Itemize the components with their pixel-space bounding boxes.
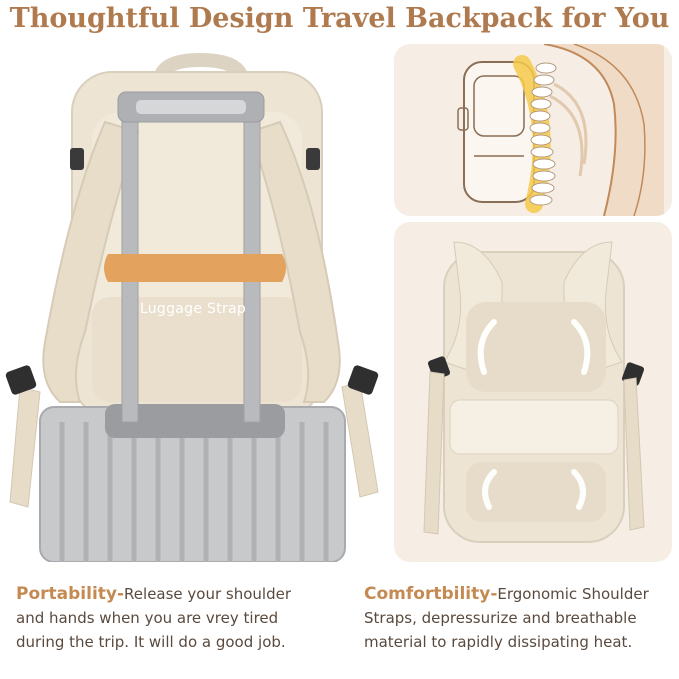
backpack-back-panel-image — [394, 222, 672, 562]
comfortbility-line-3: material to rapidly dissipating heat. — [364, 633, 633, 651]
comfortbility-line-2: Straps, depressurize and breathable — [364, 609, 637, 627]
portability-separator: - — [116, 584, 125, 604]
comfortbility-text-1: Ergonomic Shoulder — [497, 585, 649, 603]
luggage-strap-label: Luggage Strap — [139, 301, 247, 317]
portability-text-1: Release your shoulder — [124, 585, 292, 603]
portability-line-1: Portability-Release your shoulder — [16, 582, 336, 606]
spine-support-image — [394, 44, 672, 216]
headline-title: Thoughtful Design Travel Backpack for Yo… — [9, 3, 670, 34]
comfortbility-title: Comfortbility — [364, 584, 491, 604]
comfortbility-line-1: Comfortbility-Ergonomic Shoulder — [364, 582, 676, 606]
backpack-on-suitcase-image: Luggage Strap — [0, 42, 390, 563]
portability-line-3: during the trip. It will do a good job. — [16, 633, 286, 651]
comfortbility-separator: - — [490, 584, 498, 604]
portability-title: Portability — [16, 584, 117, 604]
portability-caption: Portability-Release your shoulder and ha… — [16, 582, 336, 654]
portability-line-2: and hands when you are vrey tired — [16, 609, 279, 627]
comfortbility-caption: Comfortbility-Ergonomic Shoulder Straps,… — [364, 582, 676, 654]
